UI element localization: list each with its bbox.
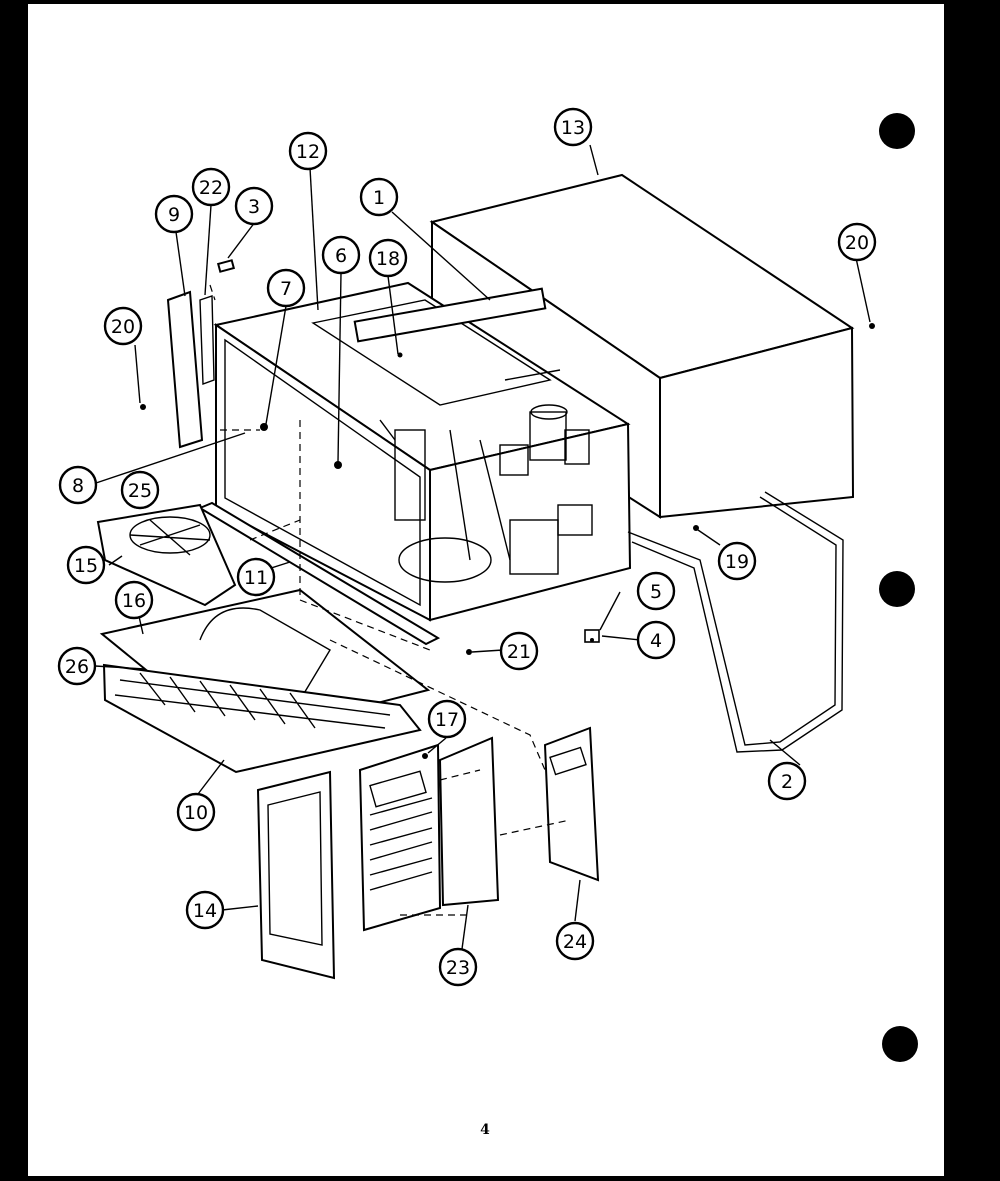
callout-24: 24 xyxy=(555,921,595,961)
door-panel xyxy=(543,726,600,882)
svg-text:7: 7 xyxy=(280,278,292,300)
svg-text:6: 6 xyxy=(335,245,347,267)
svg-text:20: 20 xyxy=(111,316,135,338)
callout-13: 13 xyxy=(553,107,593,147)
callout-4: 4 xyxy=(636,620,676,660)
control-panel xyxy=(358,736,500,932)
svg-text:23: 23 xyxy=(446,957,470,979)
callout-12: 12 xyxy=(288,131,328,171)
svg-text:17: 17 xyxy=(435,709,459,731)
callout-20-right: 20 xyxy=(837,222,877,262)
svg-text:18: 18 xyxy=(376,248,400,270)
svg-text:10: 10 xyxy=(184,802,208,824)
callout-20-left: 20 xyxy=(103,306,143,346)
callout-23: 23 xyxy=(438,947,478,987)
callout-6: 6 xyxy=(321,235,361,275)
svg-text:13: 13 xyxy=(561,117,585,139)
callout-22: 22 xyxy=(191,167,231,207)
callout-26: 26 xyxy=(57,646,97,686)
svg-text:8: 8 xyxy=(72,475,84,497)
callout-7: 7 xyxy=(266,268,306,308)
svg-text:25: 25 xyxy=(128,480,152,502)
svg-text:15: 15 xyxy=(74,555,98,577)
svg-text:20: 20 xyxy=(845,232,869,254)
callout-17: 17 xyxy=(427,699,467,739)
leader-lines xyxy=(94,144,871,950)
svg-text:19: 19 xyxy=(725,551,749,573)
svg-text:3: 3 xyxy=(248,196,260,218)
callout-1: 1 xyxy=(359,177,399,217)
svg-text:11: 11 xyxy=(244,567,268,589)
stirrer-assembly xyxy=(96,503,237,607)
punch-hole-middle xyxy=(879,571,915,607)
callout-5: 5 xyxy=(636,571,676,611)
punch-hole-top xyxy=(879,113,915,149)
svg-text:24: 24 xyxy=(563,931,587,953)
svg-text:14: 14 xyxy=(193,900,217,922)
callout-18: 18 xyxy=(368,238,408,278)
callout-14: 14 xyxy=(185,890,225,930)
main-chassis xyxy=(213,281,632,622)
svg-text:1: 1 xyxy=(373,187,385,209)
fasteners xyxy=(140,323,875,759)
svg-text:26: 26 xyxy=(65,656,89,678)
callout-19: 19 xyxy=(717,541,757,581)
callout-9: 9 xyxy=(154,194,194,234)
door-choke xyxy=(166,259,236,449)
svg-text:21: 21 xyxy=(507,641,531,663)
callout-8: 8 xyxy=(58,465,98,505)
callout-15: 15 xyxy=(66,545,106,585)
svg-text:2: 2 xyxy=(781,771,793,793)
callout-10: 10 xyxy=(176,792,216,832)
svg-text:4: 4 xyxy=(650,630,662,652)
power-cord xyxy=(627,496,837,746)
page-number: 4 xyxy=(480,1122,490,1138)
callout-2: 2 xyxy=(767,761,807,801)
callout-3: 3 xyxy=(234,186,274,226)
svg-text:22: 22 xyxy=(199,177,223,199)
svg-text:5: 5 xyxy=(650,581,662,603)
svg-text:9: 9 xyxy=(168,204,180,226)
window-frame xyxy=(256,770,336,980)
callout-11: 11 xyxy=(236,557,276,597)
door-seal-strip xyxy=(197,501,441,646)
punch-hole-bottom xyxy=(882,1026,918,1062)
svg-text:16: 16 xyxy=(122,590,146,612)
assembly-lines xyxy=(209,284,571,916)
callout-25: 25 xyxy=(120,470,160,510)
callout-21: 21 xyxy=(499,631,539,671)
svg-text:12: 12 xyxy=(296,141,320,163)
bottom-plate xyxy=(99,588,431,774)
callout-16: 16 xyxy=(114,580,154,620)
